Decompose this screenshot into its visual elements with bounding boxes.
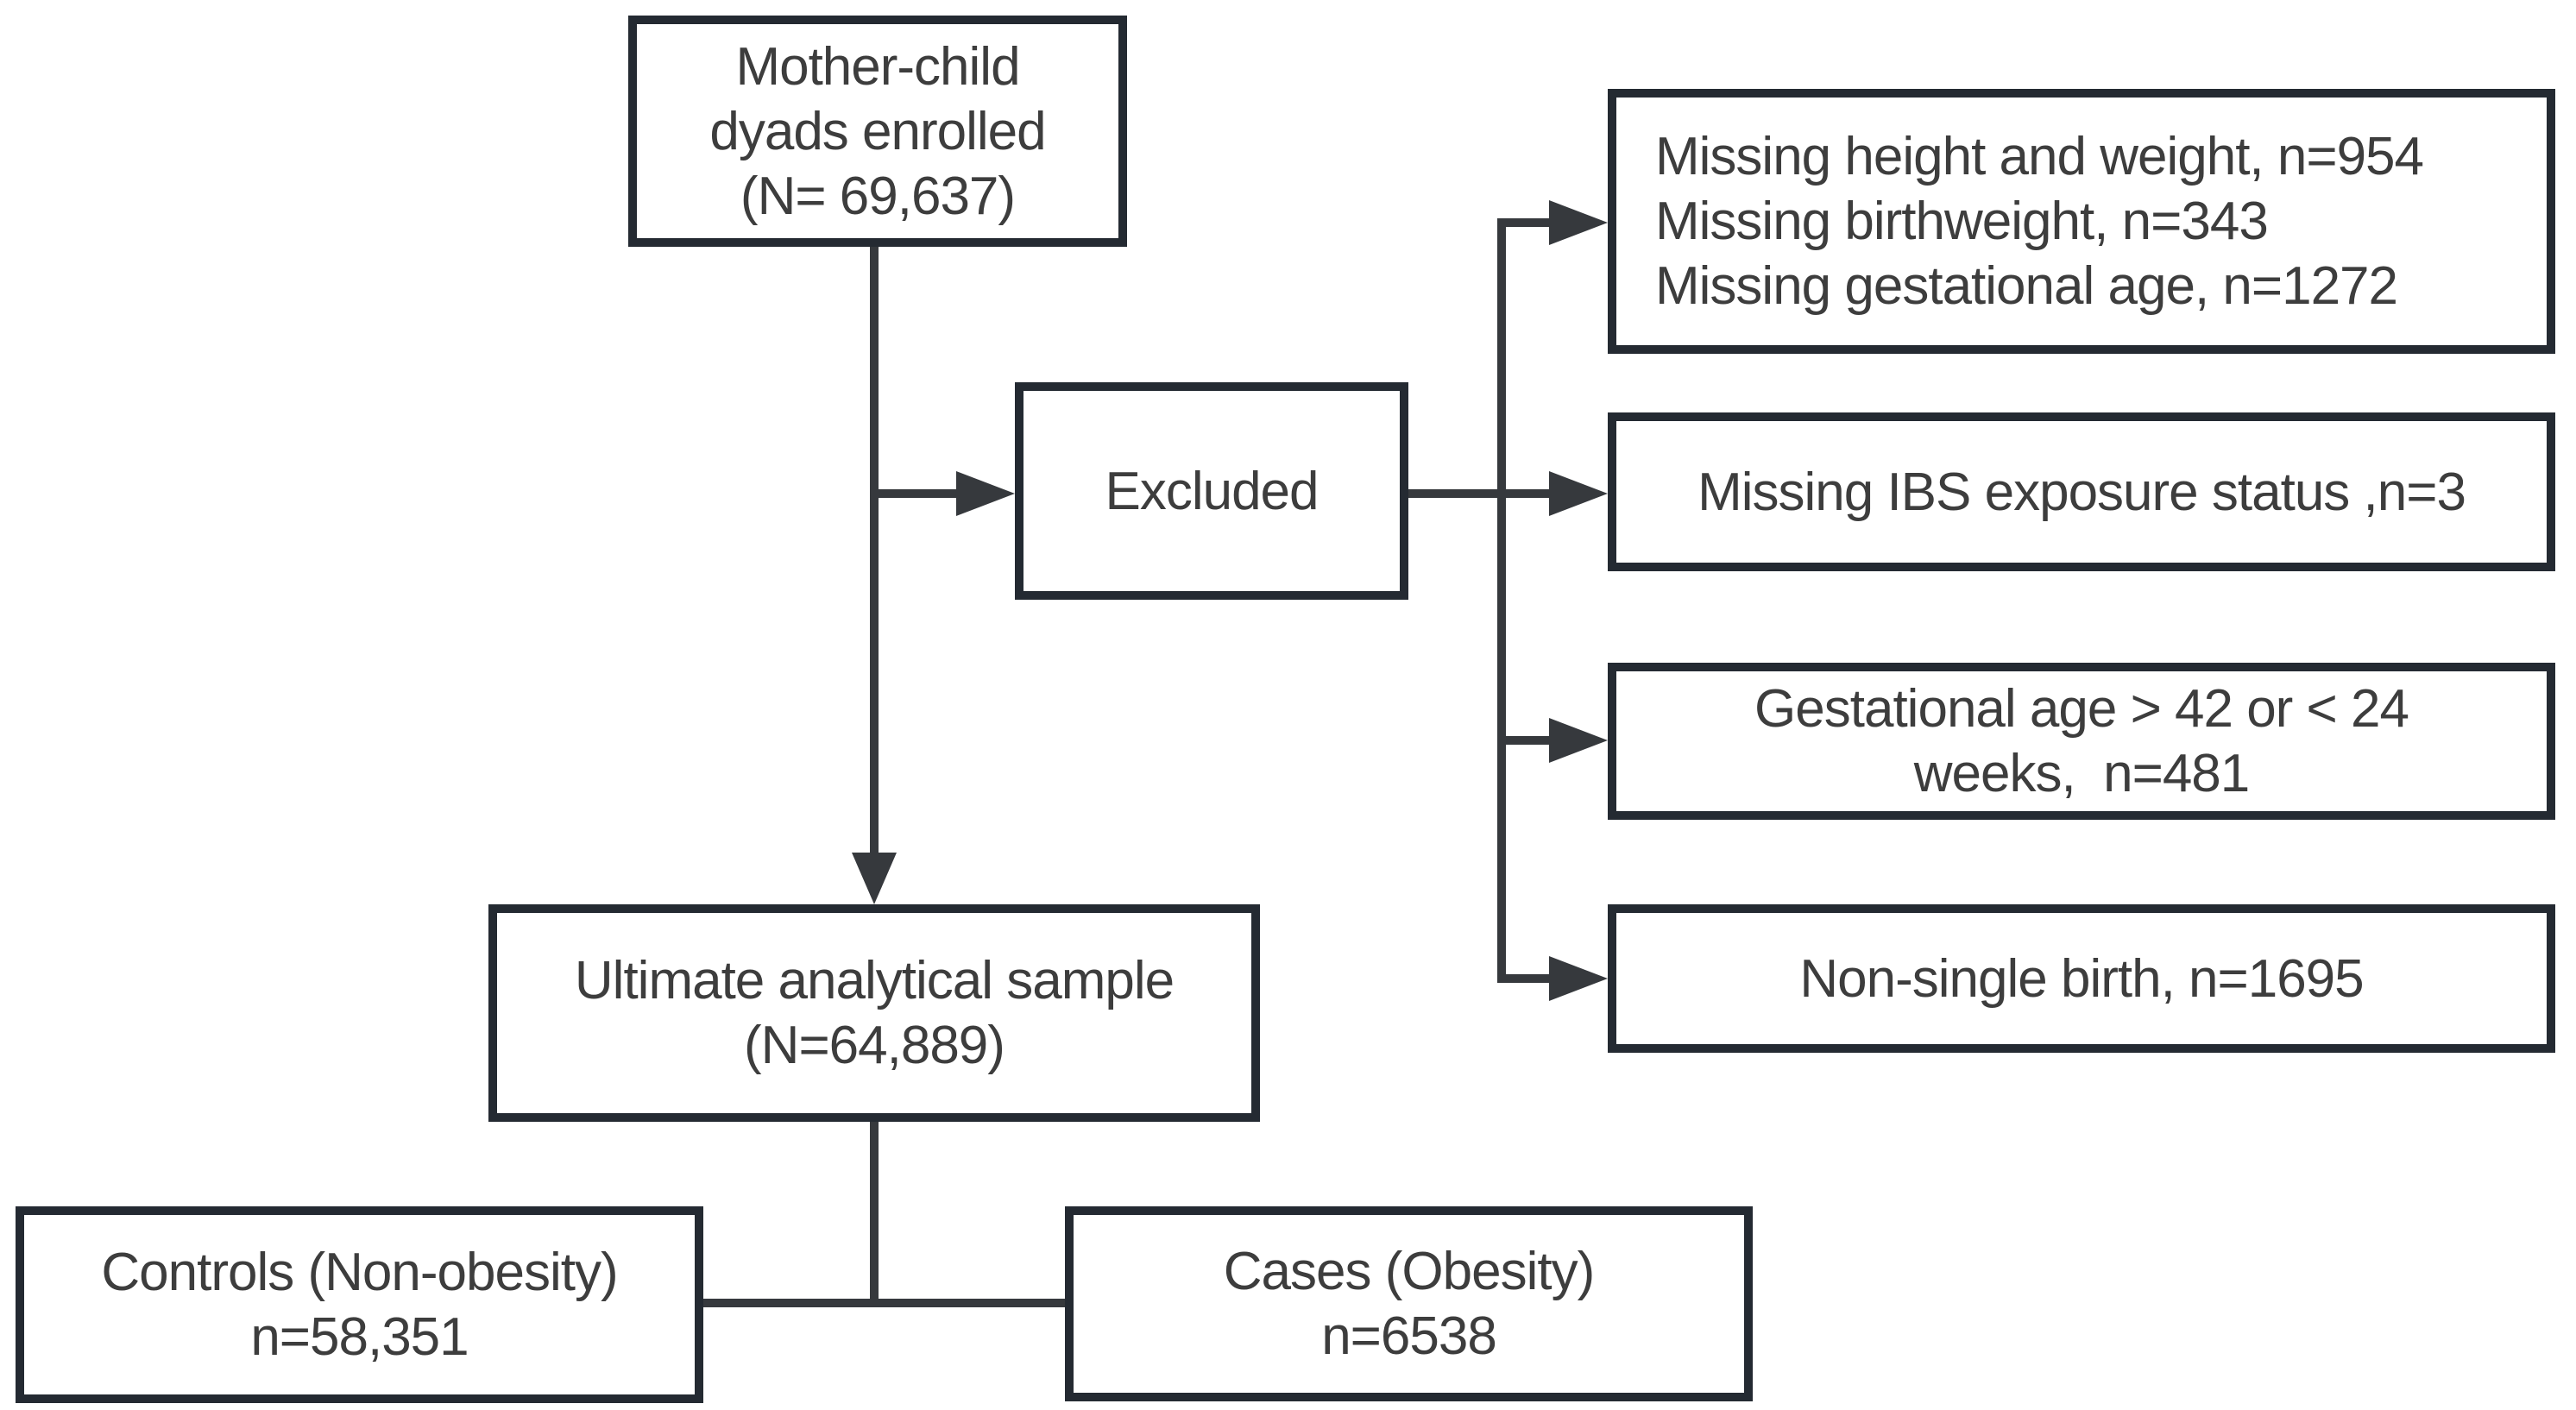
arrowhead-right-missing-ibs-icon [1549, 471, 1608, 516]
arrowhead-right-missing-anthro-icon [1549, 200, 1608, 245]
node-ultimate-line: Ultimate analytical sample [574, 951, 1175, 1010]
node-enrolled-line: Mother-child [735, 36, 1020, 97]
connector-spine [1497, 218, 1553, 983]
node-ultimate-line: (N=64,889) [744, 1016, 1005, 1075]
arrowhead-right-non-single-icon [1549, 956, 1608, 1001]
node-cases-line: Cases (Obesity) [1223, 1242, 1595, 1301]
node-missing-anthro-line: Missing birthweight, n=343 [1655, 192, 2269, 251]
node-ultimate: Ultimate analytical sample (N=64,889) [488, 904, 1260, 1122]
node-gestational-age-line: weeks, n=481 [1913, 744, 2251, 803]
node-controls-line: Controls (Non-obesity) [101, 1243, 618, 1302]
node-gestational-age: Gestational age > 42 or < 24 weeks, n=48… [1608, 663, 2555, 820]
node-enrolled-line: (N= 69,637) [740, 166, 1016, 226]
node-missing-anthro-line: Missing gestational age, n=1272 [1655, 256, 2398, 316]
node-cases: Cases (Obesity) n=6538 [1065, 1206, 1753, 1401]
node-non-single: Non-single birth, n=1695 [1608, 904, 2555, 1053]
node-missing-anthro: Missing height and weight, n=954 Missing… [1608, 89, 2555, 354]
node-non-single-line: Non-single birth, n=1695 [1799, 948, 2364, 1009]
arrowhead-right-gestational-icon [1549, 718, 1608, 763]
arrowhead-down-ultimate-icon [852, 853, 897, 904]
node-excluded: Excluded [1015, 382, 1408, 600]
node-missing-ibs: Missing IBS exposure status ,n=3 [1608, 412, 2555, 571]
node-controls-line: n=58,351 [250, 1307, 469, 1367]
node-cases-line: n=6538 [1321, 1306, 1497, 1366]
node-excluded-line: Excluded [1105, 461, 1319, 521]
arrowhead-right-excluded-icon [956, 471, 1015, 516]
node-enrolled: Mother-child dyads enrolled (N= 69,637) [628, 16, 1127, 247]
node-missing-anthro-line: Missing height and weight, n=954 [1655, 127, 2424, 186]
node-enrolled-line: dyads enrolled [709, 101, 1046, 161]
node-controls: Controls (Non-obesity) n=58,351 [16, 1206, 703, 1403]
node-gestational-age-line: Gestational age > 42 or < 24 [1754, 679, 2409, 739]
node-missing-ibs-line: Missing IBS exposure status ,n=3 [1697, 462, 2466, 522]
